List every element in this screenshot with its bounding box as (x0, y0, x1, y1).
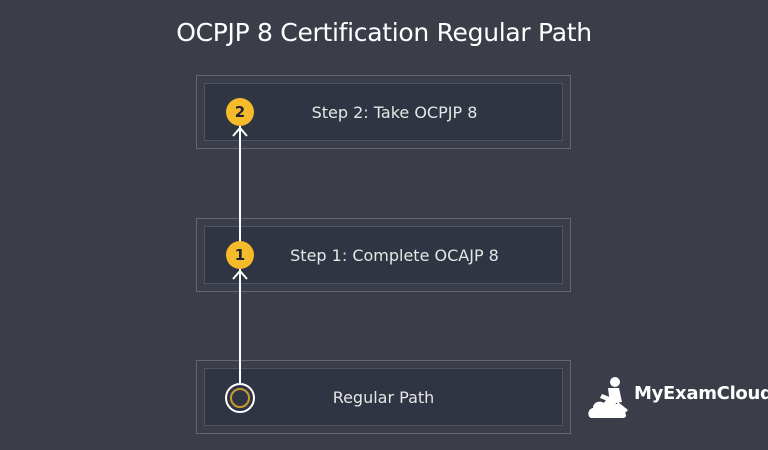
step-2-number-badge: 2 (226, 98, 254, 126)
step-1-number-badge: 1 (226, 241, 254, 269)
regular-path-box: Regular Path (196, 360, 571, 434)
step-2-label: Step 2: Take OCPJP 8 (311, 102, 478, 122)
step-2-box-inner: Step 2: Take OCPJP 8 (204, 83, 563, 141)
start-node-marker-ring (230, 388, 250, 408)
diagram-title: OCPJP 8 Certification Regular Path (176, 18, 592, 47)
step-1-label: Step 1: Complete OCAJP 8 (290, 245, 499, 265)
regular-path-label: Regular Path (332, 387, 435, 407)
logo-text: MyExamCloud (634, 383, 768, 404)
myexamcloud-logo: MyExamCloud (588, 374, 768, 422)
start-node-marker (225, 383, 255, 413)
regular-path-box-inner: Regular Path (204, 368, 563, 426)
cloud-reader-icon (588, 377, 628, 418)
step-1-box-inner: Step 1: Complete OCAJP 8 (204, 226, 563, 284)
step-1-box: Step 1: Complete OCAJP 8 (196, 218, 571, 292)
step-2-box: Step 2: Take OCPJP 8 (196, 75, 571, 149)
